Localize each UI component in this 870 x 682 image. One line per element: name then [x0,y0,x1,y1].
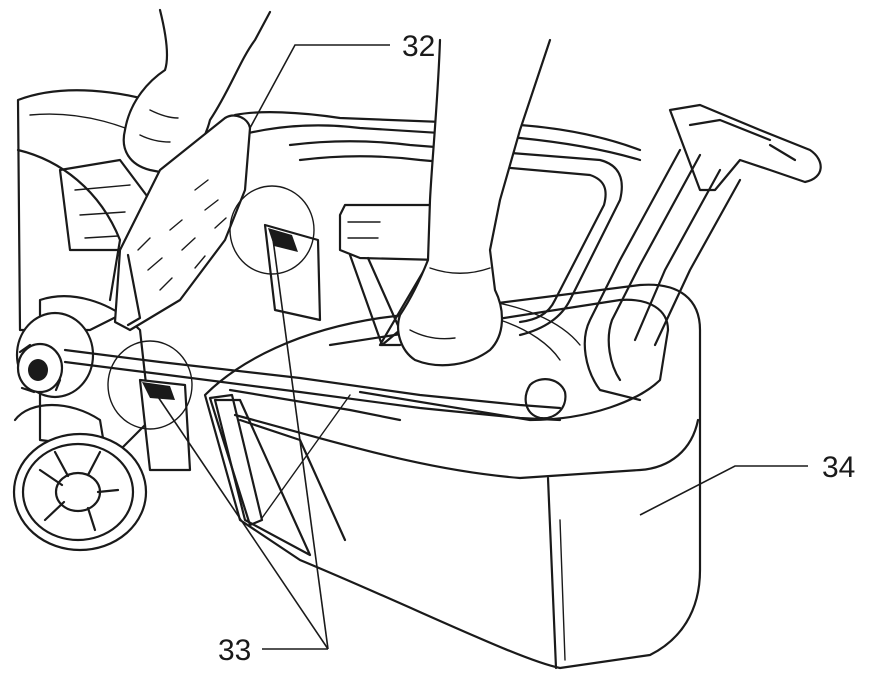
grass-box-rail [208,393,351,527]
callout-32: 32 [249,30,435,129]
callout-34-label: 34 [822,451,855,484]
rear-wheel [12,432,148,552]
callout-33: 33 [149,231,329,667]
handle-bar [63,103,822,422]
box-hook-left [138,378,192,472]
hand-upper [122,8,272,177]
detail-circle-right [229,185,315,275]
callout-32-label: 32 [402,30,435,63]
detail-circle-left [107,340,193,430]
callout-34: 34 [639,451,855,516]
hand-center [397,38,552,367]
callout-33-label: 33 [218,634,251,667]
height-adjust-knob [15,311,95,399]
box-hook-right [263,223,322,322]
